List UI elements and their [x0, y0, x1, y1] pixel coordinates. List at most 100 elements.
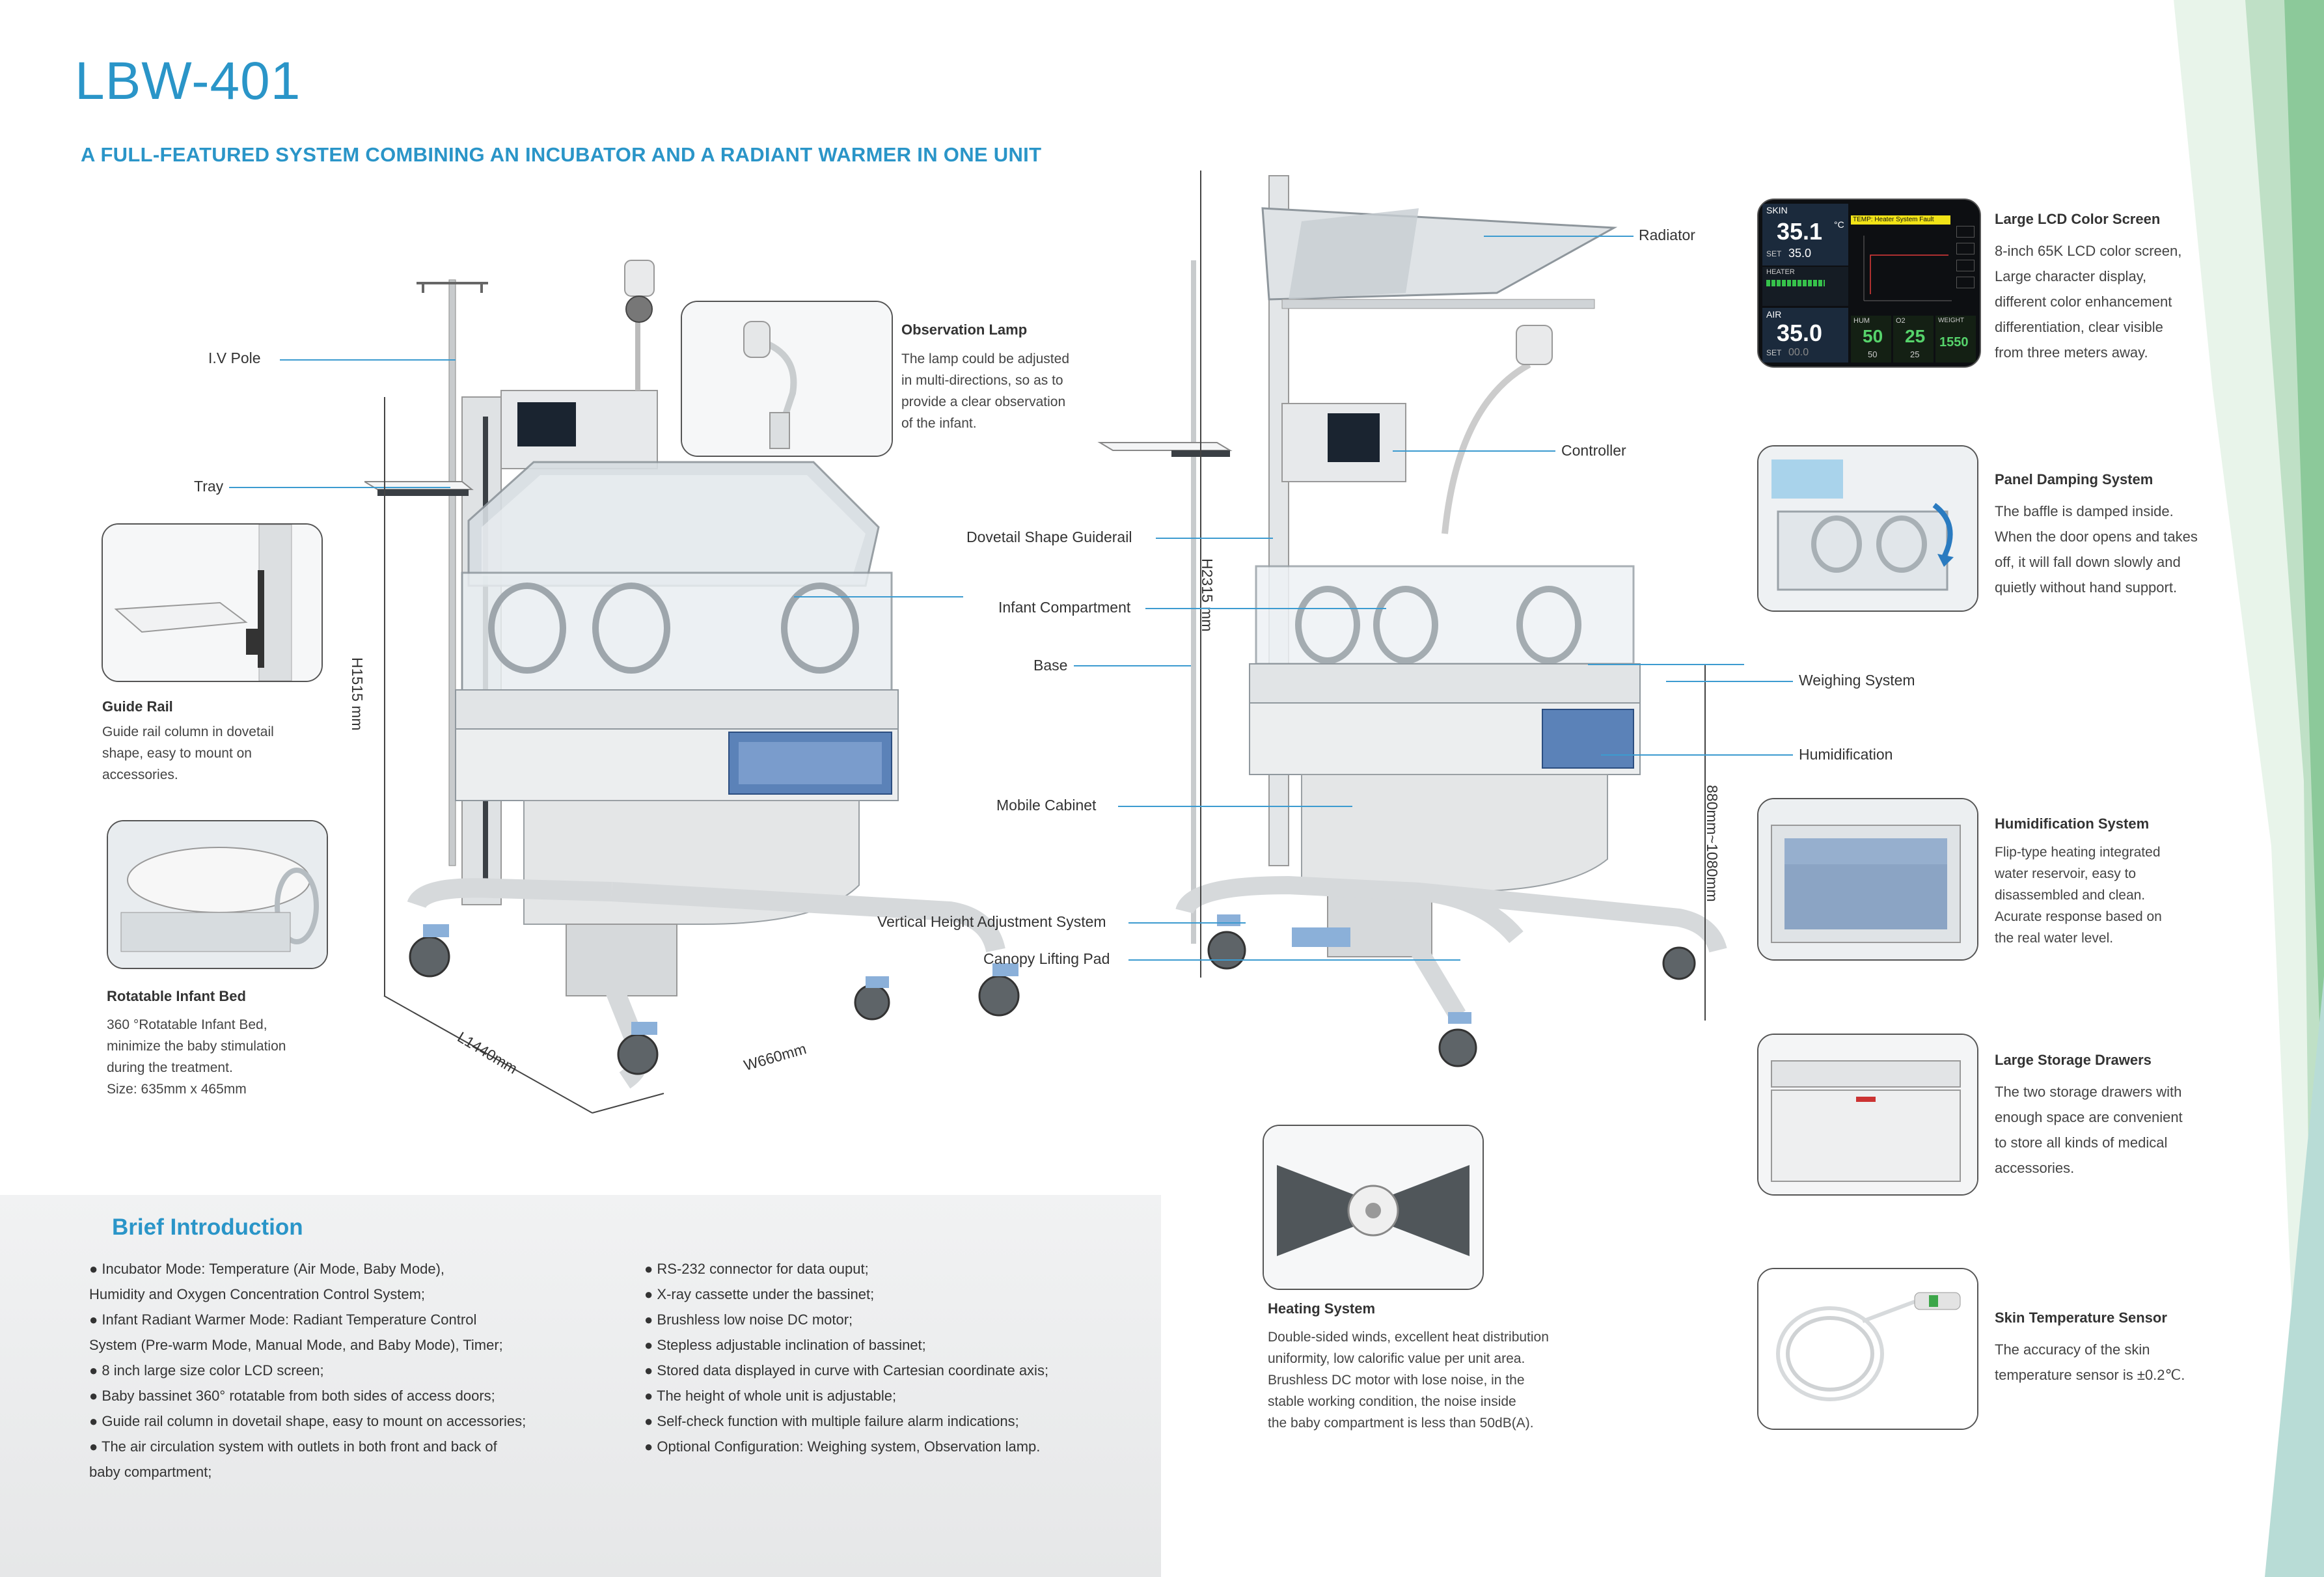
lcd-air-set-label: SET [1766, 348, 1782, 357]
lcd-skin-set: 35.0 [1788, 247, 1812, 260]
canopy-pad-leader [1128, 959, 1460, 961]
observation-lamp-title: Observation Lamp [901, 322, 1028, 338]
base-label: Base [1033, 657, 1068, 674]
brief-introduction-panel [0, 1195, 1161, 1577]
list-item: ● Stored data displayed in curve with Ca… [644, 1362, 1049, 1378]
list-item: ● X-ray cassette under the bassinet; [644, 1286, 875, 1302]
lcd-air-value: 35.0 [1777, 320, 1823, 346]
list-item: ● Baby bassinet 360° rotatable from both… [89, 1388, 495, 1404]
lamp-icon [682, 302, 892, 456]
lcd-weight-label: WEIGHT [1938, 317, 1964, 324]
lcd-heater-bar [1766, 280, 1825, 286]
warmer-height-label: H2315 mm [1199, 558, 1216, 632]
lcd-weight-value: 1550 [1939, 335, 1969, 350]
lcd-o2-set: 25 [1910, 350, 1920, 359]
lcd-hum-value: 50 [1863, 326, 1883, 346]
incubator-illustration [364, 260, 1020, 1089]
lcd-side-buttons [1956, 226, 1975, 310]
storage-title: Large Storage Drawers [1995, 1052, 2152, 1068]
reservoir-icon [1758, 799, 1977, 959]
dovetail-label: Dovetail Shape Guiderail [966, 528, 1132, 545]
rotatable-bed-photo [107, 820, 328, 969]
list-item: ● Optional Configuration: Weighing syste… [644, 1438, 1041, 1455]
iv-pole-leader [280, 359, 456, 361]
brief-left-list: ● Incubator Mode: Temperature (Air Mode,… [89, 1256, 526, 1485]
lcd-skin-panel: SKIN 35.1 °C SET 35.0 [1762, 204, 1848, 266]
lcd-alarm-banner: TEMP: Heater System Fault [1851, 215, 1950, 225]
lcd-skin-set-label: SET [1766, 249, 1782, 258]
height-dimension-label: H1515 mm [349, 657, 366, 731]
model-title: LBW-401 [75, 51, 301, 111]
skin-sensor-title: Skin Temperature Sensor [1995, 1310, 2167, 1326]
base-leader [1074, 665, 1191, 666]
height-dimension-line [384, 397, 385, 996]
weighing-leader [1666, 681, 1793, 682]
tray-leader [229, 487, 450, 488]
list-item: ● RS-232 connector for data ouput; [644, 1261, 869, 1277]
lcd-o2-value: 25 [1905, 326, 1926, 346]
radiant-warmer-illustration [1097, 175, 1727, 1067]
rotatable-bed-title: Rotatable Infant Bed [107, 988, 246, 1004]
range-dimension-line [1704, 664, 1706, 1021]
radiator-label: Radiator [1639, 226, 1695, 243]
lcd-screen-photo: SKIN 35.1 °C SET 35.0 HEATER AIR 35.0 SE… [1757, 199, 1981, 368]
range-dimension-label: 880mm~1080mm [1704, 785, 1721, 902]
drawer-icon [1758, 1035, 1977, 1194]
lcd-trend-chart [1851, 229, 1955, 307]
observation-lamp-photo [681, 301, 893, 457]
skin-sensor-photo [1757, 1268, 1978, 1430]
lcd-skin-value: 35.1 [1777, 218, 1823, 245]
list-item: ● The height of whole unit is adjustable… [644, 1388, 897, 1404]
panel-damping-title: Panel Damping System [1995, 471, 2153, 487]
list-item: baby compartment; [89, 1464, 212, 1480]
lcd-o2-label: O2 [1896, 317, 1906, 325]
weighing-label: Weighing System [1799, 672, 1915, 689]
humidification-photo [1757, 798, 1978, 961]
guide-rail-icon [103, 525, 321, 681]
guide-rail-text: Guide rail column in dovetail shape, eas… [102, 724, 274, 782]
list-item: ● Brushless low noise DC motor; [644, 1311, 853, 1328]
list-item: ● Incubator Mode: Temperature (Air Mode,… [89, 1261, 445, 1277]
guide-rail-title: Guide Rail [102, 698, 173, 715]
bed-icon [108, 821, 327, 968]
lcd-heater-panel: HEATER [1762, 267, 1848, 306]
rotatable-bed-text: 360 °Rotatable Infant Bed, minimize the … [107, 1017, 286, 1097]
list-item: ● 8 inch large size color LCD screen; [89, 1362, 324, 1378]
mobile-cabinet-leader [1118, 806, 1352, 807]
humidification-text: Flip-type heating integrated water reser… [1995, 845, 2162, 946]
infant-compartment-leader [1145, 608, 1386, 609]
heating-system-title: Heating System [1268, 1300, 1376, 1317]
radiator-leader [1484, 236, 1634, 237]
list-item: ● Self-check function with multiple fail… [644, 1413, 1019, 1429]
page-subtitle: A FULL-FEATURED SYSTEM COMBINING AN INCU… [81, 143, 1042, 166]
brief-introduction-title: Brief Introduction [112, 1214, 303, 1240]
fan-icon [1264, 1126, 1483, 1289]
lcd-skin-label: SKIN [1766, 205, 1788, 215]
lcd-air-set: 00.0 [1788, 347, 1809, 358]
lcd-weight-panel: WEIGHT 1550 [1935, 316, 1976, 363]
iv-pole-label: I.V Pole [208, 350, 261, 366]
infant-compartment-label: Infant Compartment [998, 599, 1131, 616]
dovetail-leader [1156, 538, 1273, 539]
guide-rail-photo [102, 523, 323, 682]
humidification-title: Humidification System [1995, 816, 2150, 832]
damping-icon [1758, 446, 1977, 610]
storage-drawers-photo [1757, 1034, 1978, 1196]
panel-damping-text: The baffle is damped inside. When the do… [1995, 503, 2198, 596]
controller-label: Controller [1561, 442, 1626, 459]
decorative-green-band [2174, 0, 2324, 1577]
list-item: ● Stepless adjustable inclination of bas… [644, 1337, 926, 1353]
tray-label: Tray [194, 478, 224, 495]
lcd-title: Large LCD Color Screen [1995, 211, 2161, 227]
skin-sensor-text: The accuracy of the skin temperature sen… [1995, 1341, 2185, 1383]
lcd-o2-panel: O2 25 25 [1893, 316, 1934, 363]
compartment-leader-left [794, 596, 963, 597]
brief-right-list: ● RS-232 connector for data ouput; ● X-r… [644, 1256, 1048, 1459]
lcd-air-label: AIR [1766, 309, 1782, 320]
observation-lamp-text: The lamp could be adjusted in multi-dire… [901, 351, 1069, 431]
lcd-hum-set: 50 [1868, 350, 1878, 359]
list-item: ● Guide rail column in dovetail shape, e… [89, 1413, 526, 1429]
lcd-hum-panel: HUM 50 50 [1851, 316, 1891, 363]
humidification-leader [1601, 754, 1793, 756]
lcd-text: 8-inch 65K LCD color screen, Large chara… [1995, 243, 2182, 361]
